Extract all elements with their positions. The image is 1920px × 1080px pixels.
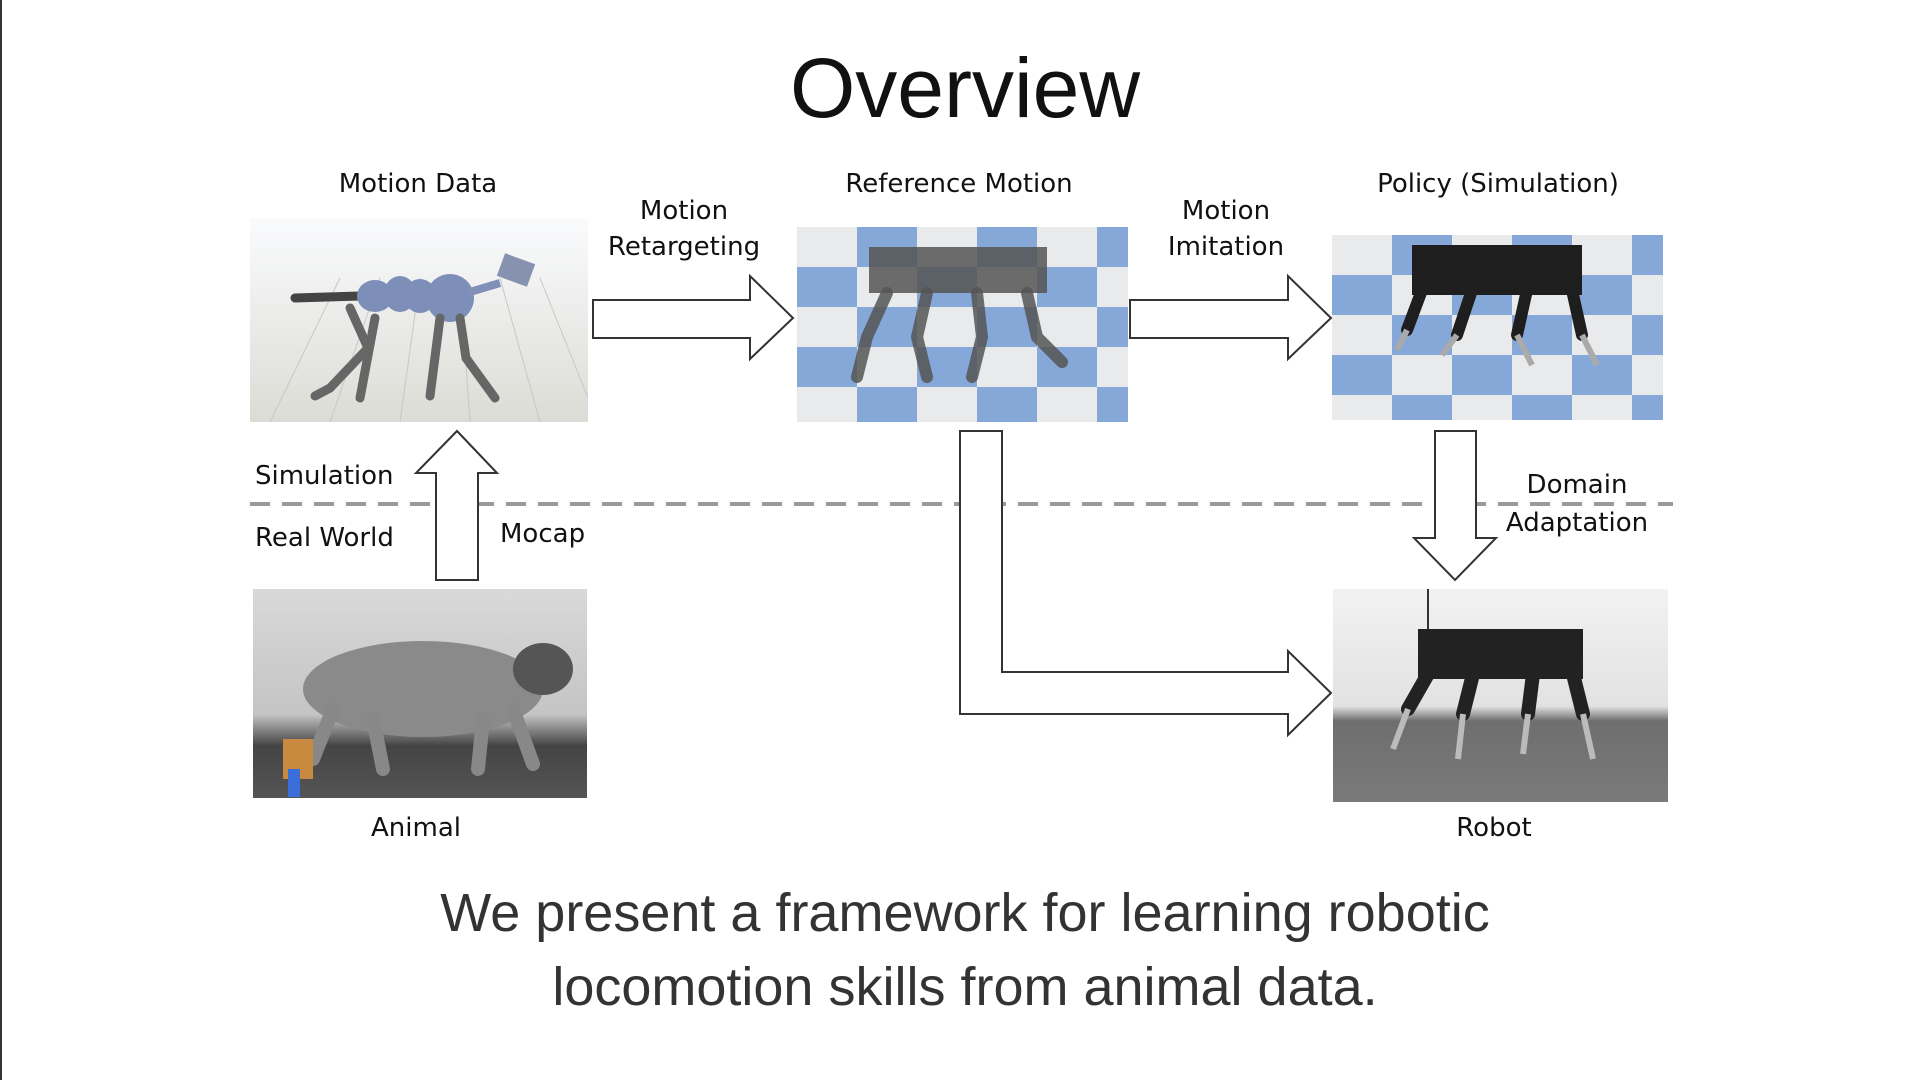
reference-motion-image	[797, 227, 1128, 422]
policy-simulation-image	[1332, 235, 1663, 420]
label-simulation: Simulation	[255, 461, 394, 491]
slide-caption: We present a framework for learning robo…	[0, 876, 1920, 1024]
label-motion-data: Motion Data	[338, 169, 498, 199]
robot-photo	[1333, 589, 1668, 802]
label-real-world: Real World	[255, 523, 394, 553]
label-motion-imitation-1: Motion	[1181, 196, 1271, 226]
label-policy-simulation: Policy (Simulation)	[1377, 169, 1619, 199]
label-robot: Robot	[1456, 813, 1532, 843]
arrow-imitation	[1129, 273, 1333, 362]
slide-title: Overview	[789, 41, 1141, 135]
robot-policy-illustration	[1394, 245, 1600, 367]
robot-reference-illustration	[851, 247, 1068, 383]
arrow-domain-adaptation-down	[1411, 430, 1499, 582]
arrow-retargeting	[592, 273, 795, 362]
real-robot-illustration	[1390, 589, 1596, 760]
label-mocap: Mocap	[500, 519, 586, 549]
label-motion-retargeting-1: Motion	[639, 196, 729, 226]
label-motion-imitation-2: Imitation	[1167, 232, 1285, 262]
animal-photo	[253, 589, 587, 798]
caption-line-1: We present a framework for learning robo…	[440, 883, 1490, 943]
arrow-mocap-up	[413, 429, 500, 581]
label-domain-adaptation-1: Domain	[1526, 470, 1628, 500]
motion-data-image	[250, 218, 588, 422]
label-animal: Animal	[371, 813, 461, 843]
label-domain-adaptation-2: Adaptation	[1505, 508, 1649, 538]
label-motion-retargeting-2: Retargeting	[607, 232, 761, 262]
skeleton-dog-illustration	[269, 253, 588, 422]
arrow-reference-to-robot	[959, 430, 1333, 738]
caption-line-2: locomotion skills from animal data.	[552, 957, 1378, 1017]
label-reference-motion: Reference Motion	[845, 169, 1073, 199]
dog-on-treadmill-illustration	[283, 641, 573, 797]
left-edge	[0, 0, 2, 1080]
